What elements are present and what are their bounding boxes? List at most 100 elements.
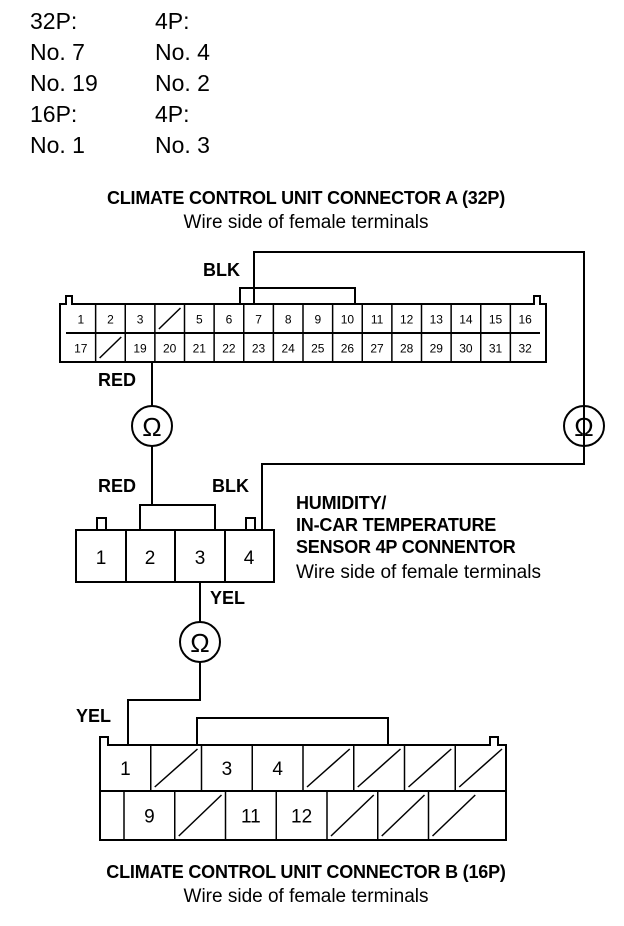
sensor-latch-left	[96, 517, 107, 530]
sensor-title-line: HUMIDITY/	[296, 493, 387, 513]
connector-b-pin: 12	[291, 807, 312, 828]
connector-a-pin: 6	[226, 313, 233, 327]
connector-a-pin: 32	[519, 342, 533, 356]
sensor-title: HUMIDITY/ IN-CAR TEMPERATURE SENSOR 4P C…	[296, 492, 516, 558]
wires	[127, 251, 585, 745]
connector-a-empty-slot	[99, 336, 122, 359]
legend-item: No. 2	[155, 70, 210, 96]
sensor-title-line: IN-CAR TEMPERATURE	[296, 515, 497, 535]
connector-b-empty-slot	[154, 748, 198, 788]
connector-a-pin: 22	[222, 342, 236, 356]
connector-a-pin: 3	[137, 313, 144, 327]
legend-item: No. 4	[155, 39, 210, 65]
connector-a-pin: 31	[489, 342, 503, 356]
connector-a-pin: 21	[193, 342, 207, 356]
ohm-symbol: Ω	[142, 412, 161, 442]
legend-item: 16P:	[30, 101, 78, 127]
connector-a-pin: 27	[370, 342, 384, 356]
connector-a-pin: 28	[400, 342, 414, 356]
wire-label-yel-s: YEL	[210, 588, 246, 608]
ohm-symbol: Ω	[574, 412, 593, 442]
connector-b-empty-slot	[330, 794, 375, 837]
connector-b-empty-slot	[381, 794, 426, 837]
connector-b-subtitle: Wire side of female terminals	[183, 886, 429, 907]
wire-label-red-a: RED	[98, 370, 137, 390]
sensor-subtitle: Wire side of female terminals	[296, 562, 541, 583]
ohmmeter-yel	[179, 621, 221, 663]
connector-b-pin: 11	[241, 807, 261, 828]
legend-item: No. 1	[30, 132, 85, 158]
connector-a-pin: 1	[77, 313, 84, 327]
wire-label-yel-b: YEL	[76, 706, 112, 726]
legend-item: 4P:	[155, 8, 190, 34]
connector-a-pin: 15	[489, 313, 503, 327]
connector-b-outline	[99, 736, 507, 841]
connector-a-title: CLIMATE CONTROL UNIT CONNECTOR A (32P)	[106, 188, 506, 208]
sensor-lock-tab	[139, 504, 216, 530]
legend-col-sensor: 4P: No. 4 No. 2 4P: No. 3	[155, 6, 210, 161]
connector-a-pin: 5	[196, 313, 203, 327]
connector-a-lock-tab	[239, 287, 356, 304]
legend-col-connector: 32P: No. 7 No. 19 16P: No. 1	[30, 6, 98, 161]
sensor-connector: 1 2 3 4	[75, 504, 275, 583]
connector-a-pin: 26	[341, 342, 355, 356]
connector-a-pin: 24	[282, 342, 296, 356]
ohm-symbol: Ω	[190, 628, 209, 658]
connector-b-empty-slot	[357, 748, 401, 788]
connector-a-pin: 19	[133, 342, 147, 356]
wire-label-blk-s: BLK	[212, 476, 249, 496]
connector-a-empty-slot	[158, 307, 182, 330]
wire-blk-a-to-sensor4	[253, 251, 585, 530]
connector-a-pin: 20	[163, 342, 177, 356]
sensor-latch-right	[245, 517, 256, 530]
connector-b-empty-slot	[431, 794, 476, 837]
wire-yel-to-b1	[127, 662, 201, 745]
connector-a-pin: 16	[519, 313, 533, 327]
connector-b-title: CLIMATE CONTROL UNIT CONNECTOR B (16P)	[106, 862, 506, 882]
connector-a-outline	[59, 295, 547, 363]
ohmmeter-circle	[563, 405, 605, 447]
ohmmeter-red	[131, 405, 173, 447]
connector-a-pin: 25	[311, 342, 325, 356]
sensor-pin: 3	[195, 548, 206, 569]
wire-label-blk-a: BLK	[203, 260, 240, 280]
connector-a-pin: 30	[459, 342, 473, 356]
connector-b-pin: 3	[222, 759, 233, 780]
connector-a-pin: 8	[285, 313, 292, 327]
sensor-pin: 1	[96, 548, 107, 569]
connector-b: 1 3 4 9 11 12	[99, 717, 507, 841]
ohmmeter-blk	[563, 405, 605, 447]
connector-a-pin: 2	[107, 313, 114, 327]
connector-b-pin: 4	[272, 759, 283, 780]
connector-b-empty-slot	[178, 794, 223, 837]
legend-item: 4P:	[155, 101, 190, 127]
sensor-title-line: SENSOR 4P CONNENTOR	[296, 537, 516, 557]
connector-a-pin: 9	[314, 313, 321, 327]
connector-b-lock-tab	[196, 717, 389, 745]
connector-a-pin: 13	[430, 313, 444, 327]
legend-item: No. 7	[30, 39, 85, 65]
connector-b-pin: 1	[120, 759, 131, 780]
connector-a-pin: 7	[255, 313, 262, 327]
legend-item: No. 19	[30, 70, 98, 96]
connector-b-pin: 9	[144, 807, 155, 828]
sensor-pin: 4	[244, 548, 255, 569]
ohmmeter-circle	[131, 405, 173, 447]
connector-b-empty-slot	[408, 748, 452, 788]
wire-label-red-s: RED	[98, 476, 137, 496]
connector-b-empty-slot	[458, 748, 503, 788]
sensor-pin: 2	[145, 548, 156, 569]
legend-item: No. 3	[155, 132, 210, 158]
ohmmeter-circle	[179, 621, 221, 663]
connector-a-pin: 12	[400, 313, 414, 327]
connector-a-pin: 17	[74, 342, 88, 356]
connector-a-pin: 29	[430, 342, 444, 356]
legend-item: 32P:	[30, 8, 78, 34]
connector-a-pin: 11	[371, 313, 384, 327]
connector-a-subtitle: Wire side of female terminals	[183, 212, 429, 233]
connector-a-pin: 14	[459, 313, 473, 327]
connector-b-empty-slot	[306, 748, 351, 788]
connector-a-pin: 10	[341, 313, 355, 327]
